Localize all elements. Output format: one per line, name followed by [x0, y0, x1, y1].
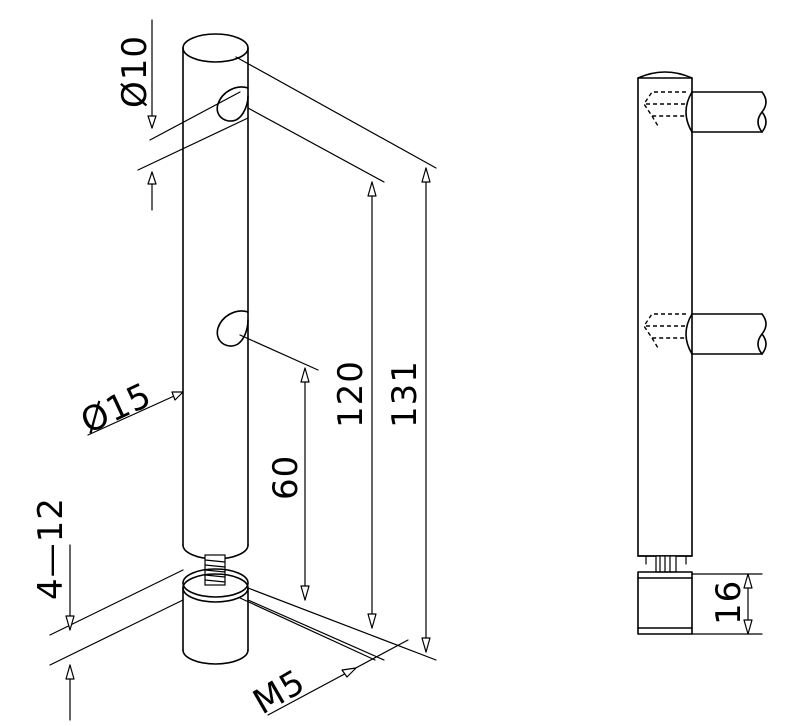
isometric-view: Ø10 Ø15 60 120	[31, 19, 437, 723]
dim-post-diameter: Ø15	[75, 375, 184, 442]
hole-spacing-label: 120	[331, 360, 371, 428]
foot-height-label: 16	[709, 580, 749, 625]
dim-center-hole-height: 60	[266, 367, 310, 601]
dim-foot-height: 16	[691, 573, 763, 635]
side-thread-stud	[645, 555, 687, 573]
side-view: 16	[637, 71, 767, 635]
post-cylinder	[182, 33, 249, 560]
post-diameter-label: Ø15	[75, 375, 158, 442]
center-hole-height-label: 60	[266, 455, 306, 500]
dim-overall-length: 131	[385, 167, 431, 653]
lower-bar	[643, 313, 767, 355]
dim-adjust-range: 4—12	[31, 497, 75, 721]
thread-label: M5	[247, 662, 313, 723]
upper-hole	[216, 86, 249, 122]
dim-hole-spacing: 120	[331, 181, 377, 629]
adjust-range-label: 4—12	[31, 497, 71, 600]
upper-bar	[643, 91, 767, 133]
dim-thread: M5	[247, 639, 409, 723]
dim-shank-diameter: Ø10	[115, 19, 249, 211]
overall-length-label: 131	[385, 360, 425, 428]
side-foot	[637, 571, 693, 635]
shank-diameter-label: Ø10	[115, 35, 155, 108]
middle-hole	[216, 310, 249, 347]
